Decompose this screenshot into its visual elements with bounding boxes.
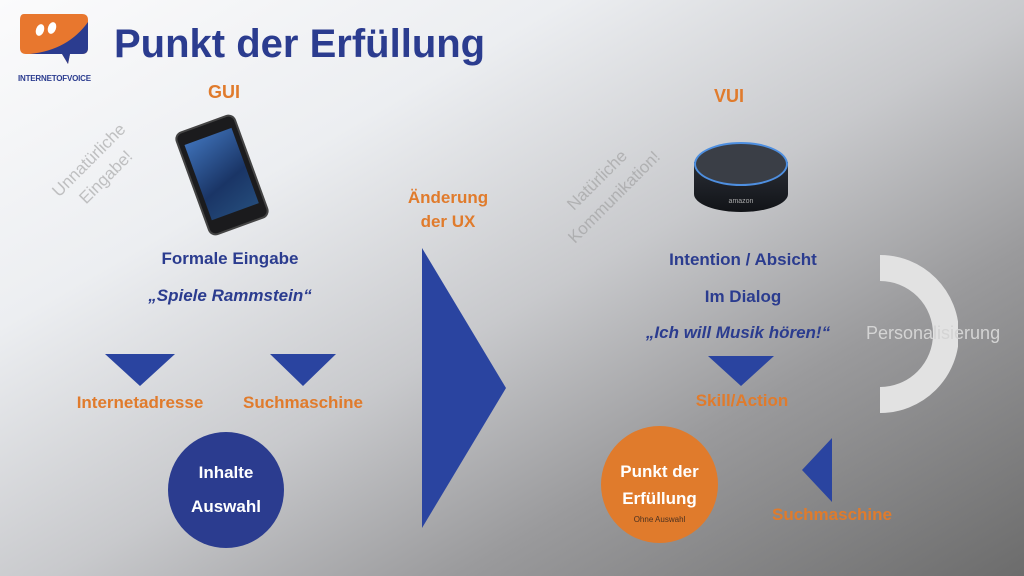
logo-text: INTERNETOFVOICE bbox=[18, 74, 91, 83]
speech-bubble-icon bbox=[20, 14, 88, 64]
fulfilment-circle: Punkt der Erfüllung Ohne Auswahl bbox=[601, 426, 718, 543]
dialog-label: Im Dialog bbox=[704, 287, 782, 306]
personalisation-arc bbox=[879, 255, 958, 413]
down-triangle-left bbox=[105, 354, 175, 386]
skill-action-label: Skill/Action bbox=[695, 391, 789, 410]
content-selection-circle: Inhalte Auswahl bbox=[168, 432, 284, 548]
vui-watermark: Natürliche Kommunikation! bbox=[546, 129, 666, 249]
ux-line: Änderung bbox=[407, 188, 489, 207]
left-triangle bbox=[802, 438, 832, 502]
ux-line: der UX bbox=[420, 212, 476, 231]
search-engine-label: Suchmaschine bbox=[243, 393, 363, 412]
logo: INTERNETOFVOICE bbox=[18, 12, 91, 83]
vui-search-engine-label: Suchmaschine bbox=[772, 505, 892, 524]
circle-line: Erfüllung bbox=[622, 489, 697, 508]
circle-subtext: Ohne Auswahl bbox=[633, 515, 686, 524]
gui-quote: „Spiele Rammstein“ bbox=[148, 286, 312, 305]
gui-watermark: Unnatürliche Eingabe! bbox=[47, 118, 148, 219]
down-triangle-vui bbox=[708, 356, 774, 386]
formal-input-label: Formale Eingabe bbox=[161, 249, 299, 268]
circle-line: Auswahl bbox=[191, 497, 261, 516]
echo-dot-image: amazon bbox=[694, 142, 788, 214]
right-arrow-triangle bbox=[422, 248, 506, 528]
intention-label: Intention / Absicht bbox=[669, 250, 817, 269]
vui-quote: „Ich will Musik hören!“ bbox=[645, 323, 831, 342]
gui-heading: GUI bbox=[207, 82, 241, 102]
personalisation-label: Personalisierung bbox=[866, 323, 1001, 343]
device-brand: amazon bbox=[728, 198, 754, 205]
smartphone-image bbox=[173, 112, 271, 238]
internet-address-label: Internetadresse bbox=[76, 393, 204, 412]
ux-change-label: Änderung der UX bbox=[408, 186, 488, 234]
down-triangle-right bbox=[270, 354, 336, 386]
page-title: Punkt der Erfüllung bbox=[114, 22, 486, 66]
circle-line: Punkt der bbox=[620, 462, 699, 481]
vui-heading: VUI bbox=[713, 86, 745, 106]
circle-line: Inhalte bbox=[198, 463, 254, 482]
